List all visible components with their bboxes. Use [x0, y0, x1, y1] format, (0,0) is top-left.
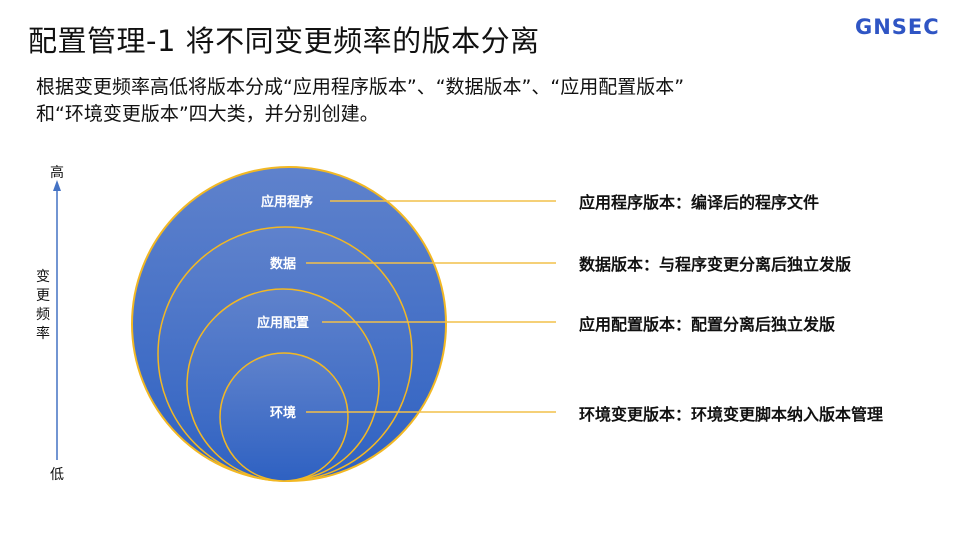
caption-config-version: 应用配置版本：配置分离后独立发版 [579, 315, 836, 334]
axis-low-label: 低 [50, 467, 64, 483]
layer-label-config: 应用配置 [257, 315, 309, 331]
page-title: 配置管理-1 将不同变更频率的版本分离 [28, 24, 540, 58]
axis-high-label: 高 [50, 165, 64, 181]
axis-title: 变 更 频 率 [34, 268, 52, 344]
description-line-1: 根据变更频率高低将版本分成“应用程序版本”、“数据版本”、“应用配置版本” [36, 76, 685, 98]
caption-environment-version: 环境变更版本：环境变更脚本纳入版本管理 [579, 405, 884, 424]
description-line-2: 和“环境变更版本”四大类，并分别创建。 [36, 103, 379, 125]
frequency-axis-arrow [53, 180, 61, 460]
description: 根据变更频率高低将版本分成“应用程序版本”、“数据版本”、“应用配置版本” 和“… [36, 74, 684, 128]
axis-title-char: 变 [36, 269, 50, 285]
layer-label-environment: 环境 [270, 405, 296, 421]
layer-label-application: 应用程序 [261, 194, 313, 210]
axis-title-char: 更 [36, 288, 50, 304]
caption-application-version: 应用程序版本：编译后的程序文件 [579, 193, 820, 212]
layer-label-data: 数据 [270, 256, 296, 272]
caption-data-version: 数据版本：与程序变更分离后独立发版 [579, 255, 852, 274]
layer-circle-environment [219, 352, 349, 482]
axis-title-char: 率 [36, 326, 50, 342]
brand-logo: GNSEC [855, 15, 940, 39]
axis-title-char: 频 [36, 307, 50, 323]
